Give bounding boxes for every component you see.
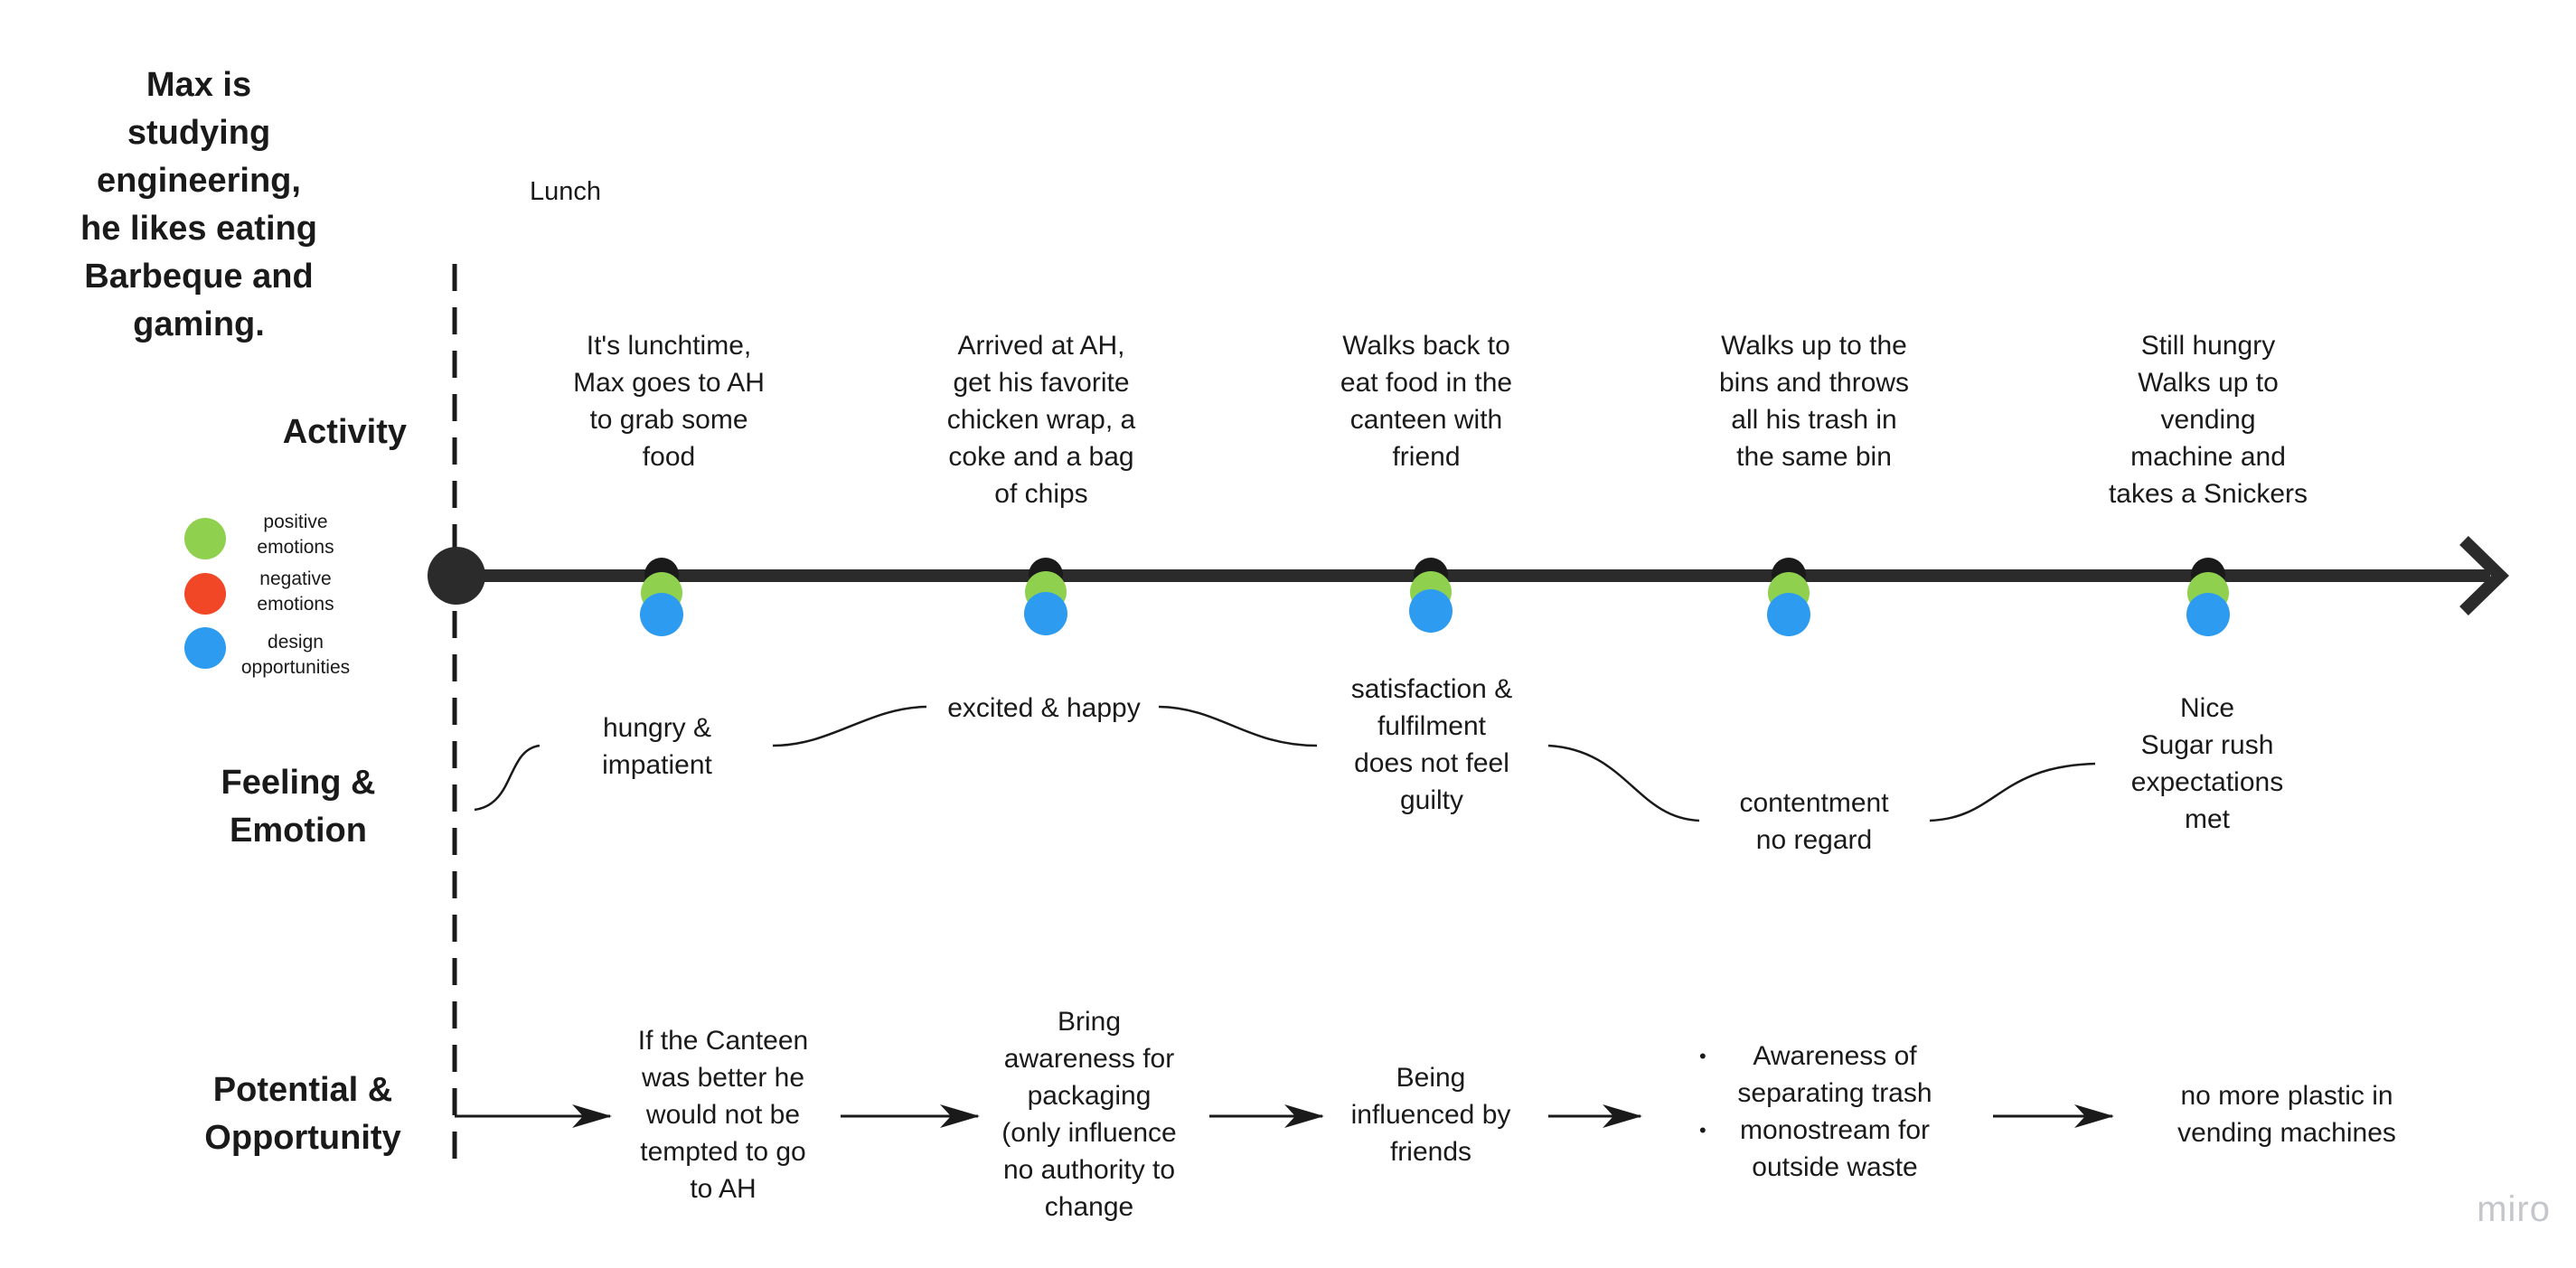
design-opportunity-dot bbox=[1024, 592, 1067, 635]
design-opportunity-dot bbox=[2186, 593, 2230, 636]
feeling-step-1: hungry & impatient bbox=[602, 713, 712, 780]
emotion-curve-segment bbox=[1547, 744, 1700, 822]
row-label-potential: Potential & Opportunity bbox=[204, 1071, 401, 1157]
feeling-step-3: satisfaction & fulfilment does not feel … bbox=[1350, 674, 1513, 815]
feeling-step-4: contentment no regard bbox=[1739, 788, 1889, 855]
stage-label: Lunch bbox=[530, 177, 602, 206]
negative-emotions-legend-dot bbox=[184, 573, 226, 615]
activity-step-5: Still hungry Walks up to vending machine… bbox=[2108, 331, 2308, 509]
negative-emotions-legend-label: negative emotions bbox=[257, 568, 334, 615]
design-opportunity-dot bbox=[1409, 589, 1453, 633]
emotion-curve-segment bbox=[1158, 705, 1318, 747]
activity-step-1: It's lunchtime, Max goes to AH to grab s… bbox=[573, 331, 765, 472]
activity-step-4: Walks up to the bins and throws all his … bbox=[1718, 331, 1910, 472]
design-opportunity-dot bbox=[1767, 593, 1810, 636]
touchpoint-2 bbox=[1024, 558, 1067, 635]
design-opportunities-legend-dot bbox=[184, 627, 226, 669]
design-opportunity-dot bbox=[640, 593, 683, 636]
persona-description: Max is studying engineering, he likes ea… bbox=[80, 66, 317, 343]
opportunity-step-1: If the Canteen was better he would not b… bbox=[637, 1026, 809, 1204]
emotion-curve-segment bbox=[772, 705, 927, 747]
feeling-step-5: Nice Sugar rush expectations met bbox=[2130, 693, 2284, 834]
timeline-start-dot bbox=[428, 547, 485, 605]
opportunity-step-4-item: monostream for outside waste bbox=[1699, 1112, 1970, 1186]
row-label-feeling: Feeling & Emotion bbox=[221, 764, 376, 850]
miro-watermark: miro bbox=[2477, 1189, 2551, 1229]
timeline-arrowhead bbox=[2459, 535, 2510, 616]
positive-emotions-legend-label: positive emotions bbox=[257, 512, 334, 558]
feeling-step-2: excited & happy bbox=[947, 693, 1141, 723]
touchpoint-4 bbox=[1767, 558, 1810, 636]
opportunity-step-3: Being influenced by friends bbox=[1350, 1063, 1511, 1167]
touchpoint-3 bbox=[1409, 558, 1453, 633]
opportunity-step-5: no more plastic in vending machines bbox=[2177, 1081, 2396, 1148]
touchpoint-5 bbox=[2186, 558, 2230, 636]
emotion-curve-segment bbox=[1929, 762, 2096, 822]
touchpoint-1 bbox=[640, 558, 683, 636]
opportunity-step-4-item: Awareness of separating trash bbox=[1699, 1038, 1970, 1112]
activity-step-3: Walks back to eat food in the canteen wi… bbox=[1340, 331, 1513, 472]
activity-step-2: Arrived at AH, get his favorite chicken … bbox=[946, 331, 1136, 509]
emotion-curve-segment bbox=[474, 744, 541, 812]
emotion-curve bbox=[474, 705, 2096, 822]
row-label-activity: Activity bbox=[282, 413, 407, 451]
design-opportunities-legend-label: design opportunities bbox=[240, 632, 351, 678]
positive-emotions-legend-dot bbox=[184, 518, 226, 559]
opportunity-step-2: Bring awareness for packaging (only infl… bbox=[1001, 1007, 1177, 1222]
opportunity-step-4-list: Awareness of separating trash monostream… bbox=[1699, 1038, 1970, 1186]
